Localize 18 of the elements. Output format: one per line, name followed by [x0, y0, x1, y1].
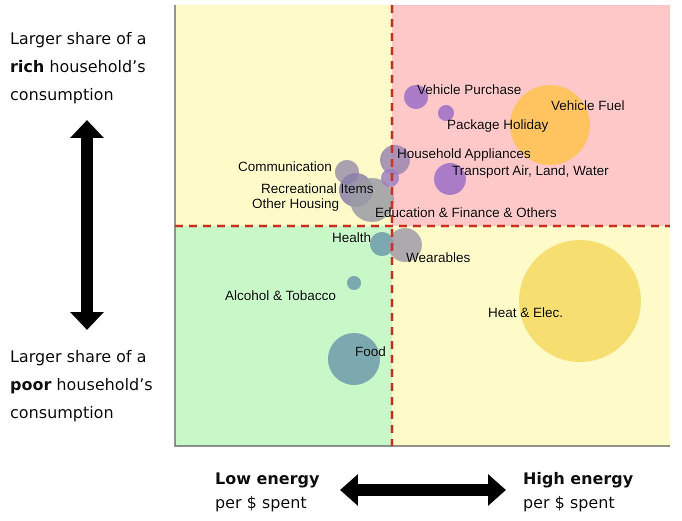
bubble-label: Education & Finance & Others	[375, 205, 557, 221]
bubble-label: Health	[332, 230, 372, 246]
bubble-label: Transport Air, Land, Water	[452, 163, 609, 179]
bubble-label: Household Appliances	[397, 146, 531, 162]
bubble-label: Vehicle Fuel	[551, 98, 625, 114]
bubble-label: Wearables	[406, 250, 470, 266]
bubble-label: Heat & Elec.	[488, 305, 564, 321]
bubble-label: Package Holiday	[447, 117, 548, 133]
bubble-label: Communication	[238, 159, 332, 175]
bubble-label: Other Housing	[252, 196, 340, 212]
axis-label: Larger share of a rich household’s consumption	[10, 28, 148, 106]
bubble-label: Vehicle Purchase	[417, 82, 522, 98]
bubble-label: Food	[355, 344, 386, 360]
bubble-label: Recreational Items	[261, 181, 374, 197]
bubble-label: Alcohol & Tobacco	[225, 288, 336, 304]
axis-label: Low energy per $ spent	[215, 468, 320, 514]
axis-label: High energy per $ spent	[523, 468, 634, 514]
axis-label: Larger share of a poor household’s consumption	[10, 346, 154, 424]
